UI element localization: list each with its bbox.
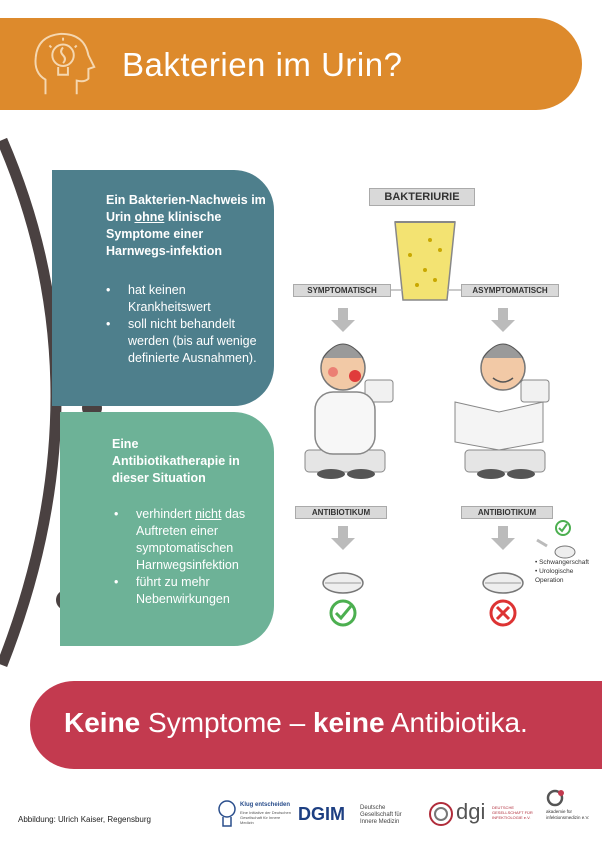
brain-icon xyxy=(218,800,236,827)
akademie-circle-icon xyxy=(546,789,564,807)
akademie-text: akademie für infektionsmedizin e.V. xyxy=(546,809,590,820)
label-antibiotic-left: ANTIBIOTIKUM xyxy=(295,506,387,519)
urine-glass-icon xyxy=(394,221,456,301)
dgi-logo: dgi DEUTSCHE GESELLSCHAFT FÜR INFEKTIOLO… xyxy=(428,797,538,831)
image-credit: Abbildung: Ulrich Kaiser, Regensburg xyxy=(18,815,151,824)
pill-icon xyxy=(322,545,576,594)
header-banner: Bakterien im Urin? xyxy=(0,18,582,110)
dgi-mark: dgi xyxy=(456,799,486,824)
reading-person-icon xyxy=(454,343,550,479)
sick-person-icon xyxy=(304,343,394,479)
bullet-text: führt zu mehr Nebenwirkungen xyxy=(136,575,230,606)
exception-item: • Schwangerschaft xyxy=(535,559,589,566)
bullet-underlined: nicht xyxy=(195,507,222,521)
dgim-sub: Deutsche Gesellschaft für Innere Medizin xyxy=(360,805,412,826)
slogan-text: Keine Symptome – keine Antibiotika. xyxy=(64,707,528,739)
slogan-banner: Keine Symptome – keine Antibiotika. xyxy=(30,681,602,769)
arrow-down-icon xyxy=(331,308,515,550)
box2-heading: Eine Antibiotikatherapie in dieser Situa… xyxy=(112,437,240,485)
head-lightbulb-icon xyxy=(34,32,96,95)
info-box-antibiotic: Eine Antibiotikatherapie in dieser Situa… xyxy=(60,412,274,646)
bullet-text: verhindert xyxy=(136,507,196,521)
slogan-part-4: Antibiotika. xyxy=(384,707,528,738)
bullet-text: soll nicht behandelt werden (bis auf wen… xyxy=(128,317,257,365)
dgim-sub-line: Innere Medizin xyxy=(360,819,400,825)
bacteriuria-illustration: BAKTERIURIE xyxy=(285,180,590,640)
bullet-item: •soll nicht behandelt werden (bis auf we… xyxy=(106,317,257,365)
dgim-logo: DGIM Deutsche Gesellschaft für Innere Me… xyxy=(298,804,410,826)
klug-title: Klug entscheiden xyxy=(240,802,291,808)
cross-icon xyxy=(489,599,517,627)
dgim-sub-line: Gesellschaft für xyxy=(360,812,402,818)
exceptions-list: • Schwangerschaft • Urologische Operatio… xyxy=(535,558,590,585)
box1-bullets: •hat keinen Krankheitswert •soll nicht b… xyxy=(106,282,268,367)
bullet-item: •führt zu mehr Nebenwirkungen xyxy=(114,575,230,606)
box1-heading-pre: Ein Bakterien-Nachweis im Urin xyxy=(106,193,266,224)
dgi-swirl-icon xyxy=(429,802,453,826)
label-asymptomatic: ASYMPTOMATISCH xyxy=(461,284,559,297)
box1-heading-post: klinische Symptome einer Harnwegs-infekt… xyxy=(106,210,222,258)
illustration-title: BAKTERIURIE xyxy=(369,188,475,206)
slogan-bold-1: Keine xyxy=(64,707,141,738)
label-symptomatic: SYMPTOMATISCH xyxy=(293,284,391,297)
exception-item: • Urologische Operation xyxy=(535,568,574,584)
dgi-sub: DEUTSCHE GESELLSCHAFT FÜR INFEKTIOLOGIE … xyxy=(492,805,533,820)
check-icon xyxy=(329,599,357,627)
box1-heading-underlined: ohne xyxy=(134,210,165,224)
bullet-text: hat keinen Krankheitswert xyxy=(128,283,211,314)
small-check-icon xyxy=(536,520,571,548)
dgim-mark: DGIM xyxy=(298,804,345,824)
illustration-drawing xyxy=(304,221,576,627)
slogan-bold-2: keine xyxy=(312,707,385,738)
label-antibiotic-right: ANTIBIOTIKUM xyxy=(461,506,553,519)
bullet-item: •verhindert nicht das Auftreten einer sy… xyxy=(114,507,246,572)
box1-heading: Ein Bakterien-Nachweis im Urin ohne klin… xyxy=(106,192,266,260)
slogan-part-2: Symptome – xyxy=(140,707,313,738)
klug-sub: Eine Initiative der Deutschen Gesellscha… xyxy=(240,810,291,825)
info-box-bacteria: Ein Bakterien-Nachweis im Urin ohne klin… xyxy=(52,170,274,406)
page-title: Bakterien im Urin? xyxy=(122,46,403,83)
akademie-logo: akademie für infektionsmedizin e.V. xyxy=(546,789,600,829)
box2-bullets: •verhindert nicht das Auftreten einer sy… xyxy=(114,506,264,608)
bullet-text: das Auftreten einer symptomatischen Harn… xyxy=(136,507,246,572)
bullet-item: •hat keinen Krankheitswert xyxy=(106,283,211,314)
dgim-sub-line: Deutsche xyxy=(360,805,386,811)
